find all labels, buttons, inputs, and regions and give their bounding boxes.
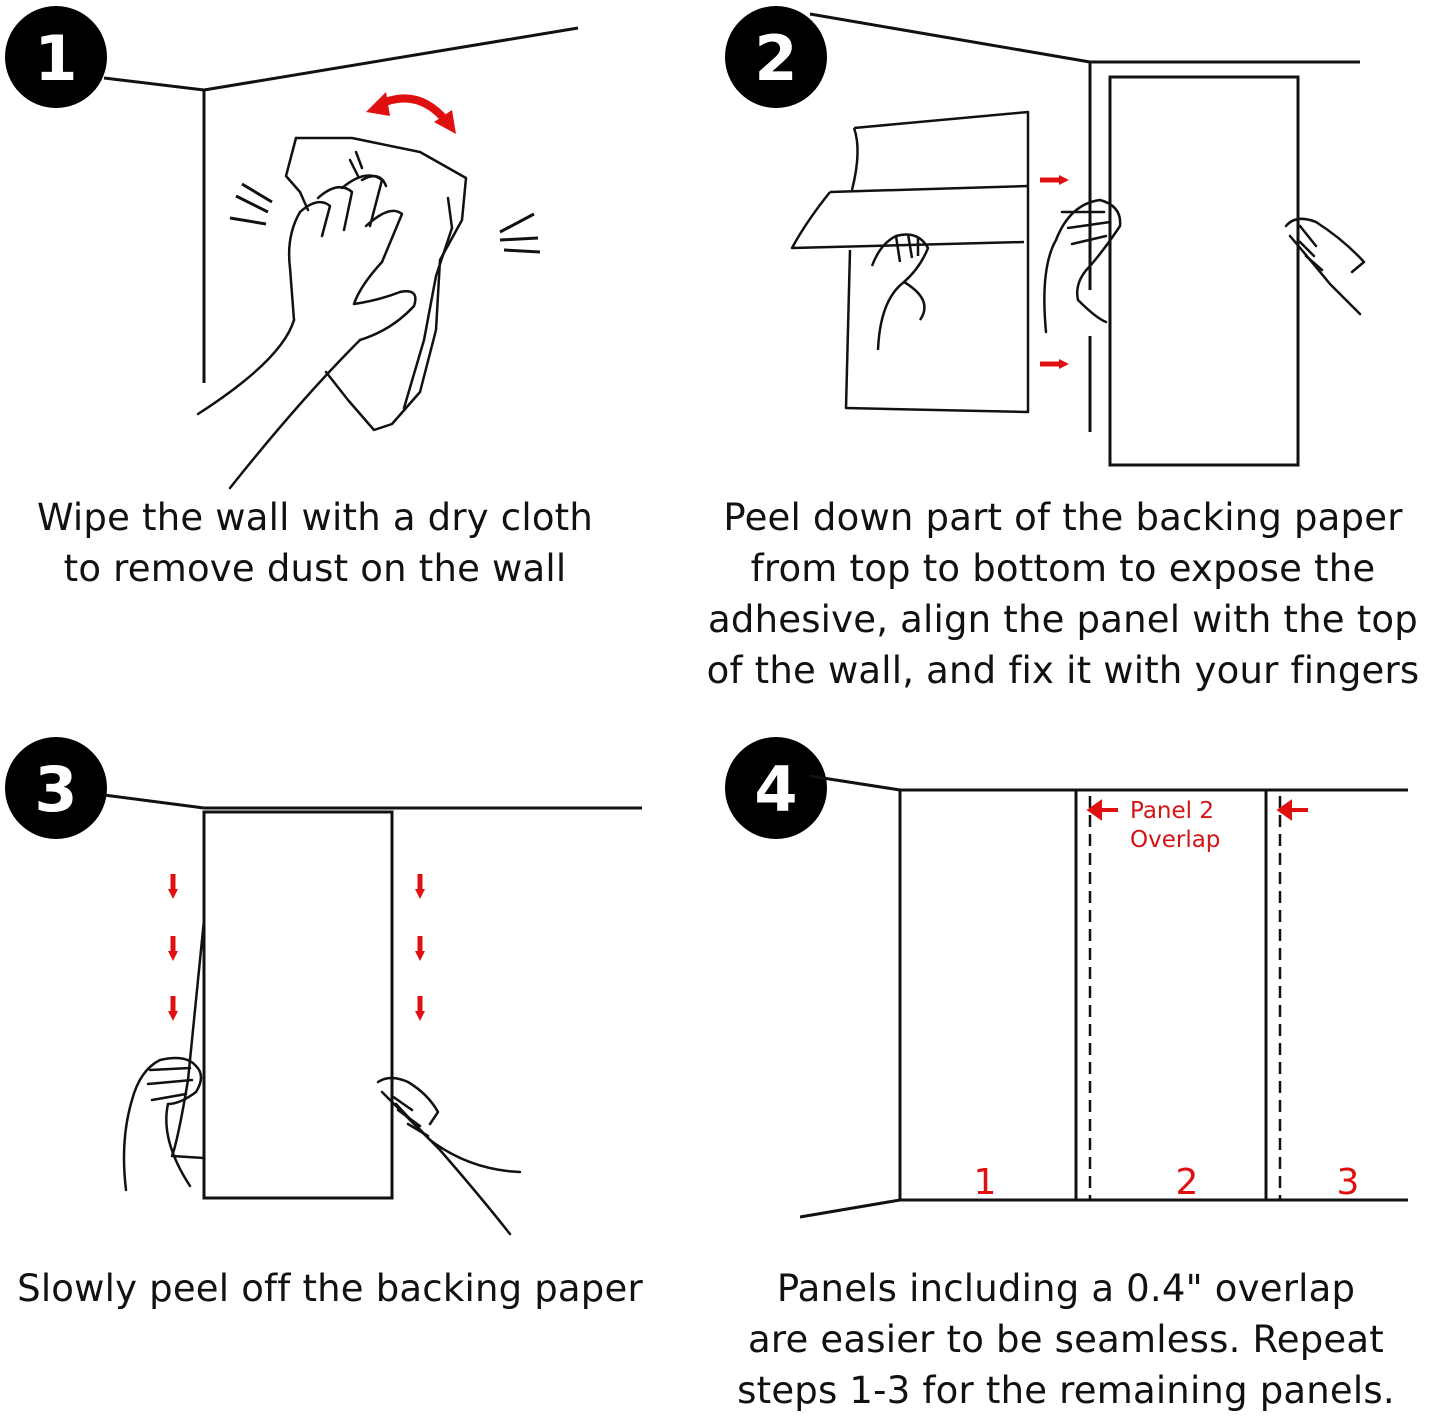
step-4-badge: [725, 737, 827, 839]
caption-line: to remove dust on the wall: [63, 547, 567, 590]
step-3-badge: [5, 737, 107, 839]
peel-backing-icon: [790, 110, 1030, 414]
panel-number-3: 3: [1337, 1162, 1360, 1203]
down-arrows-icon: [168, 874, 425, 1021]
overlap-arrow-icon: [1086, 799, 1308, 821]
wall-corner-icon: [103, 26, 579, 383]
caption-line: are easier to be seamless. Repeat: [748, 1318, 1384, 1361]
caption-line: Slowly peel off the backing paper: [17, 1267, 643, 1310]
panel-on-wall-icon: [202, 810, 394, 1200]
step-1-caption: Wipe the wall with a dry cloth to remove…: [10, 492, 620, 594]
panel-number-2: 2: [1176, 1162, 1199, 1203]
step-3-illustration: 3: [5, 737, 642, 1236]
step-1-number: 1: [34, 22, 77, 95]
caption-line: Panels including a 0.4" overlap: [776, 1267, 1356, 1310]
step-4-number: 4: [754, 753, 797, 826]
step-1-illustration: 1: [5, 6, 579, 490]
motion-lines-icon: [229, 182, 541, 254]
overlap-label-line1: Panel 2: [1130, 798, 1214, 824]
step-3-number: 3: [34, 753, 77, 826]
caption-line: steps 1-3 for the remaining panels.: [737, 1369, 1395, 1412]
wall-corner-icon: [103, 793, 642, 810]
caption-line: Peel down part of the backing paper: [723, 496, 1403, 539]
step-3-caption: Slowly peel off the backing paper: [0, 1263, 660, 1314]
step-2-illustration: 2: [725, 6, 1366, 467]
caption-line: Wipe the wall with a dry cloth: [36, 496, 594, 539]
overlap-label-line2: Overlap: [1130, 827, 1220, 853]
step-2-badge: [725, 6, 827, 108]
panel-overlap-icon: [799, 774, 1408, 1219]
wall-corner-icon: [809, 12, 1360, 432]
hand-icon: [1043, 198, 1366, 334]
caption-line: adhesive, align the panel with the top: [708, 598, 1418, 641]
panel-on-wall-icon: [1108, 75, 1300, 467]
peel-off-icon: [122, 918, 522, 1236]
step-1-badge: [5, 6, 107, 108]
caption-line: from top to bottom to expose the: [750, 547, 1376, 590]
caption-line: of the wall, and fix it with your finger…: [706, 649, 1420, 692]
step-2-number: 2: [754, 22, 797, 95]
step-2-caption: Peel down part of the backing paper from…: [700, 492, 1426, 696]
step-4-caption: Panels including a 0.4" overlap are easi…: [716, 1263, 1416, 1416]
wipe-cloth-icon: [196, 136, 468, 490]
step-4-illustration: 4 Panel 2 Overlap 1 2 3: [725, 737, 1408, 1219]
panel-number-1: 1: [974, 1162, 997, 1203]
